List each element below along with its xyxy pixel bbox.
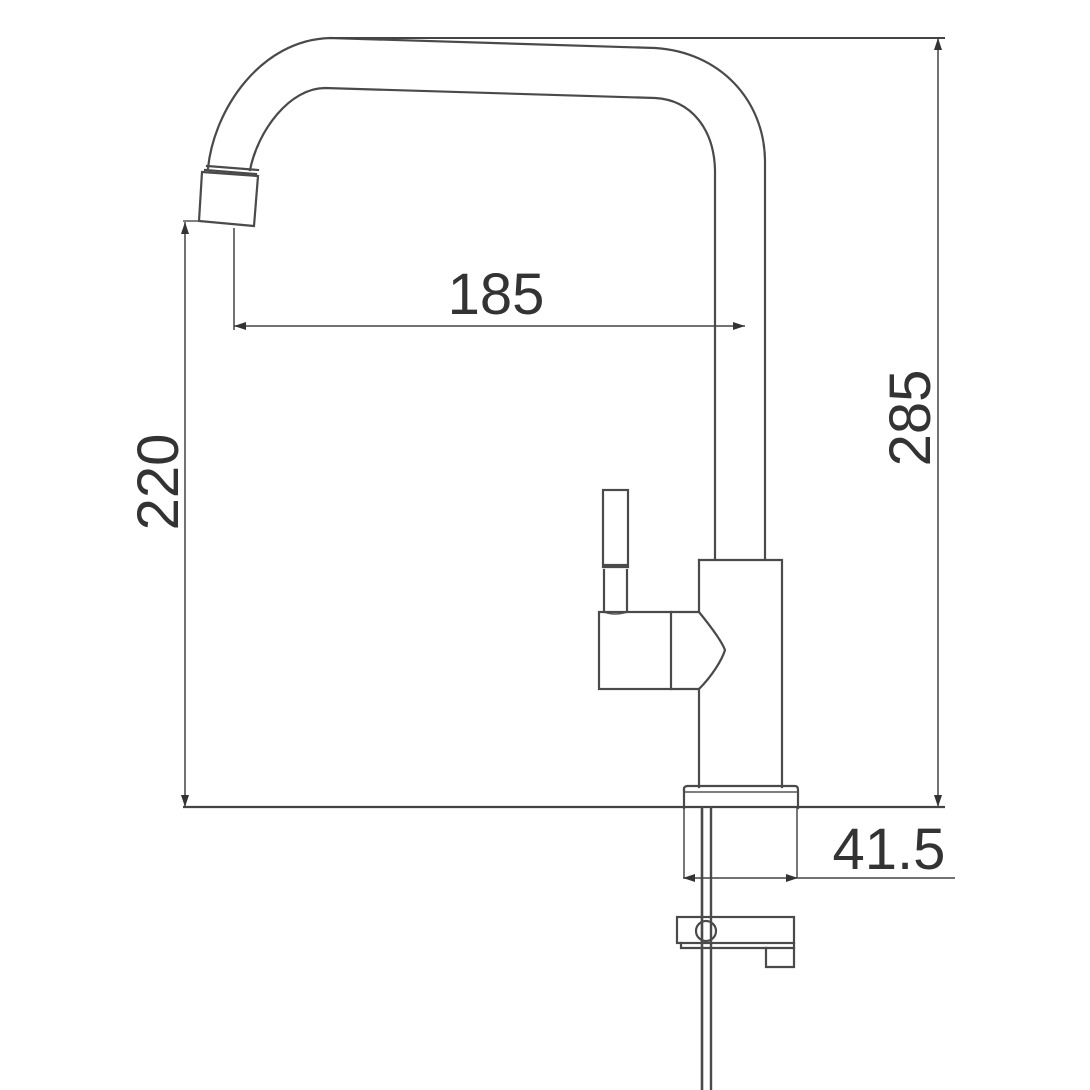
dimension-base-diameter: 41.5: [683, 817, 955, 882]
mounting-bracket: [675, 915, 796, 969]
dimension-total-height: 285: [330, 37, 945, 807]
dimension-label-185: 185: [448, 262, 545, 327]
bracket-bolt: [694, 919, 718, 943]
dimension-outlet-height: 220: [126, 222, 191, 807]
faucet-body: [697, 558, 784, 789]
spout: [206, 36, 767, 560]
dimension-label-285: 285: [878, 370, 943, 467]
base-escutcheon: [682, 784, 800, 810]
lever-handle: [601, 488, 630, 615]
mounting-shank: [683, 808, 798, 878]
dimension-spout-reach: 185: [233, 228, 745, 330]
dimension-label-220: 220: [126, 434, 191, 531]
dimension-label-41-5: 41.5: [833, 817, 946, 882]
aerator: [183, 164, 260, 228]
handle-cartridge: [597, 610, 727, 691]
